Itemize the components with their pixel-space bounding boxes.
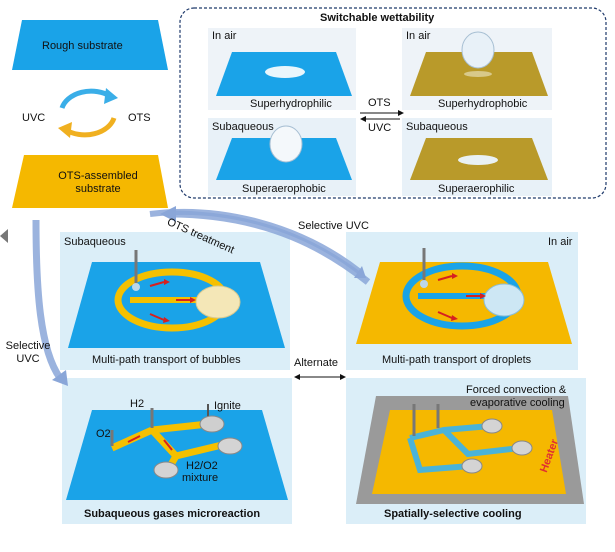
bubbles-subaqueous-label: Subaqueous	[64, 236, 126, 248]
wettability-in-air-1: In air	[212, 30, 236, 42]
left-edge-arrow-icon	[0, 229, 8, 243]
ignite-label: Ignite	[214, 400, 241, 412]
o2-label: O2	[96, 428, 111, 440]
cooling-note-line2: evaporative cooling	[470, 397, 565, 409]
selective-uvc-left-label: Selective UVC	[2, 340, 54, 366]
mixture-label: mixture	[182, 472, 218, 484]
superhydrophilic-label: Superhydrophilic	[250, 98, 332, 110]
wettability-subaqueous-2: Subaqueous	[406, 121, 468, 133]
cycle-arrow-yellow-icon	[66, 118, 114, 135]
wettability-subaqueous-1: Subaqueous	[212, 121, 274, 133]
cycle-arrowhead-yellow-icon	[58, 122, 72, 138]
wettability-title: Switchable wettability	[320, 12, 434, 24]
ots-cycle-label: OTS	[128, 112, 151, 124]
cycle-arrowhead-blue-icon	[104, 88, 118, 104]
cooling-note-line1: Forced convection &	[466, 384, 566, 396]
wettability-ots-arrow-label: OTS	[368, 97, 391, 109]
superhydrophobic-label: Superhydrophobic	[438, 98, 527, 110]
ots-substrate-label: OTS-assembled substrate	[48, 170, 148, 196]
selective-uvc-top-label: Selective UVC	[298, 220, 369, 232]
cycle-arrow-blue-icon	[62, 91, 110, 108]
rough-substrate-label: Rough substrate	[42, 40, 123, 52]
alternate-label: Alternate	[294, 357, 338, 369]
droplets-substrate	[356, 262, 572, 344]
wettability-uvc-arrow-label: UVC	[368, 122, 391, 134]
superaerophilic-label: Superaerophilic	[438, 183, 514, 195]
h2-label: H2	[130, 398, 144, 410]
reaction-caption: Subaqueous gases microreaction	[84, 508, 260, 520]
superaerophobic-label: Superaerophobic	[242, 183, 326, 195]
wettability-in-air-2: In air	[406, 30, 430, 42]
uvc-cycle-label: UVC	[22, 112, 45, 124]
droplets-in-air-label: In air	[548, 236, 572, 248]
droplets-caption: Multi-path transport of droplets	[382, 354, 531, 366]
bubbles-caption: Multi-path transport of bubbles	[92, 354, 241, 366]
cooling-caption: Spatially-selective cooling	[384, 508, 522, 520]
mixture-formula-label: H2/O2	[186, 460, 218, 472]
